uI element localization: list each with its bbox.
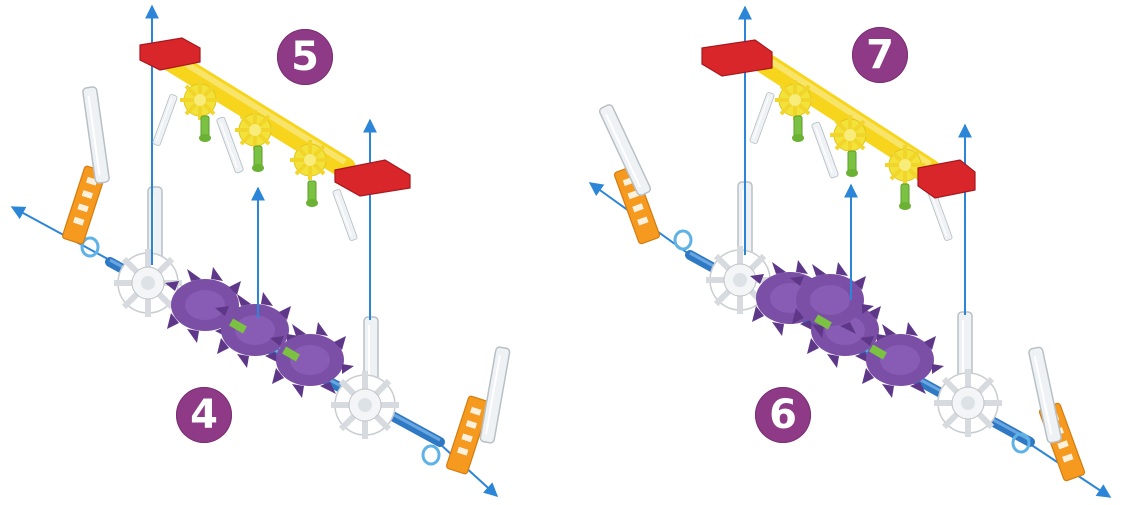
top-beam xyxy=(152,54,357,241)
step-number: 5 xyxy=(291,34,319,80)
step-badge-icon: 6 xyxy=(755,387,811,443)
step-badge-icon: 4 xyxy=(176,387,232,443)
clear-rod xyxy=(480,347,510,444)
step-number: 6 xyxy=(769,392,797,438)
step-number: 4 xyxy=(190,392,218,438)
white-gear xyxy=(331,371,399,439)
white-gear xyxy=(934,369,1002,437)
blue-ring xyxy=(423,446,439,464)
step-badge-icon: 7 xyxy=(852,27,908,83)
clear-rod xyxy=(1028,347,1062,444)
right-assembly xyxy=(590,7,1110,497)
blue-ring xyxy=(675,231,691,249)
step-number: 7 xyxy=(866,32,894,78)
step-badge-icon: 5 xyxy=(277,29,333,85)
left-assembly xyxy=(12,6,510,496)
